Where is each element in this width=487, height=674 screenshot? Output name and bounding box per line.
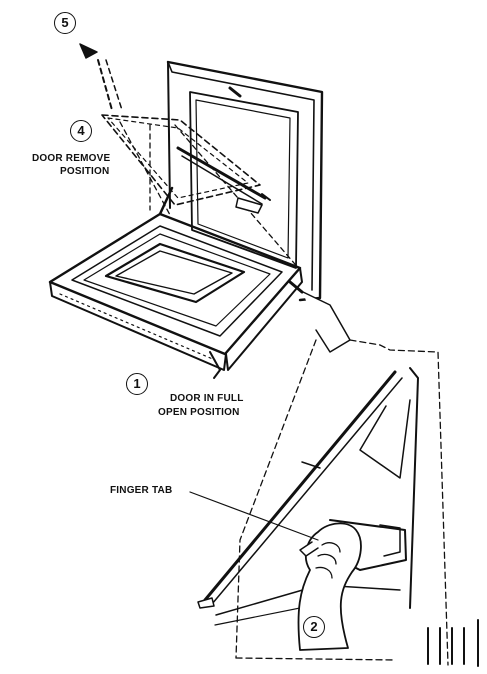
- door-remove-ghost: [101, 114, 301, 271]
- finger-tab-label: FINGER TAB: [110, 485, 173, 496]
- step-2-marker: 2: [303, 616, 325, 638]
- magnification-callout: [235, 291, 449, 666]
- step-4-marker: 4: [70, 120, 92, 142]
- door-remove-label-line1: DOOR REMOVE: [32, 153, 111, 164]
- full-open-label-line1: DOOR IN FULL: [170, 393, 244, 404]
- finger-tab-leader: [189, 491, 319, 541]
- lift-arrow: [79, 43, 123, 111]
- oven-frame: [158, 60, 324, 302]
- step-1-marker: 1: [126, 373, 148, 395]
- scan-marks: [427, 619, 479, 667]
- door-remove-label-line2: POSITION: [60, 166, 110, 177]
- full-open-label-line2: OPEN POSITION: [158, 407, 240, 418]
- open-door: [48, 212, 304, 379]
- step-5-marker: 5: [54, 12, 76, 34]
